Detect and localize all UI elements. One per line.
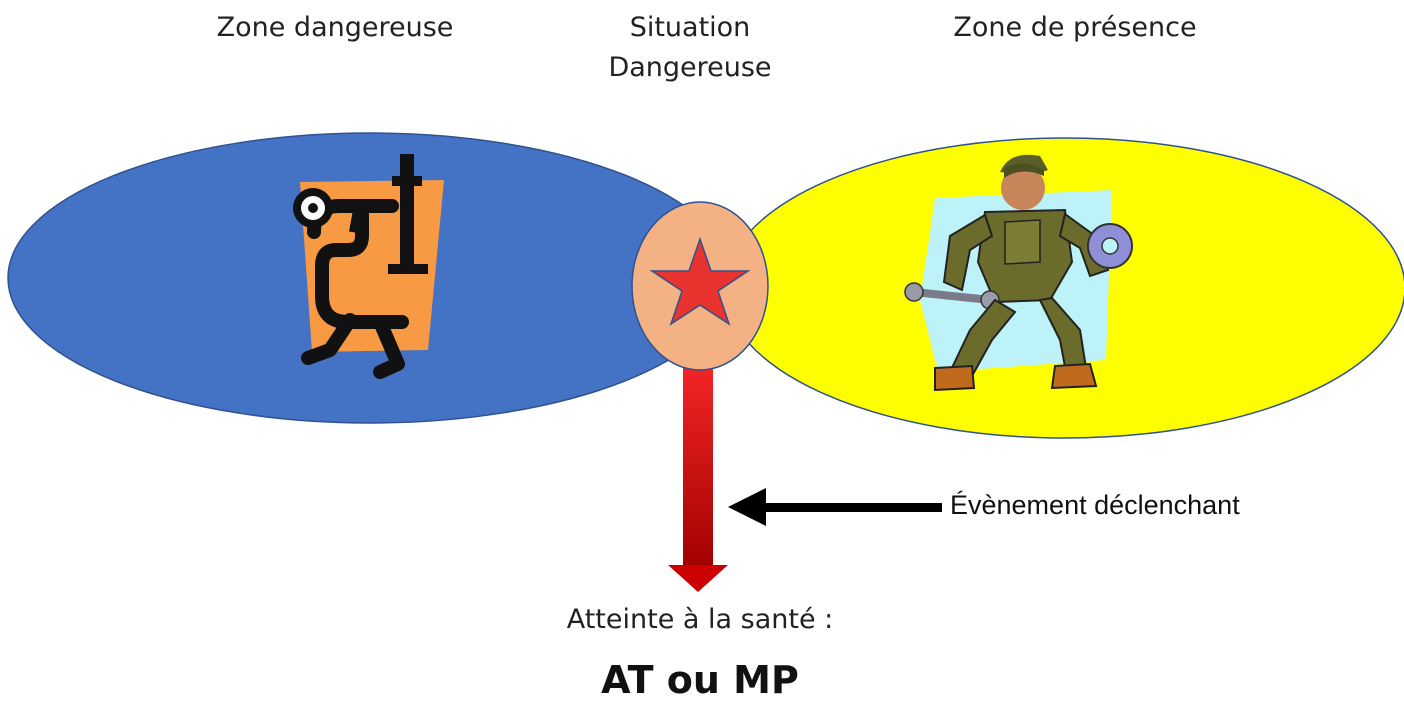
trigger-event-label: Évènement déclenchant xyxy=(950,490,1240,520)
outcome-label: AT ou MP xyxy=(601,658,799,702)
presence-zone-label: Zone de présence xyxy=(953,12,1197,43)
worker-with-wrench-icon xyxy=(904,154,1133,392)
trigger-event-arrow xyxy=(728,488,942,526)
dangerous-situation-label: Situation Dangereuse xyxy=(608,12,772,83)
danger-zone-label: Zone dangereuse xyxy=(216,12,454,43)
star-icon xyxy=(649,236,751,326)
health-impact-label: Atteinte à la santé : xyxy=(566,604,834,635)
health-impact-arrow xyxy=(668,338,728,592)
walking-clamp-icon xyxy=(293,154,444,379)
